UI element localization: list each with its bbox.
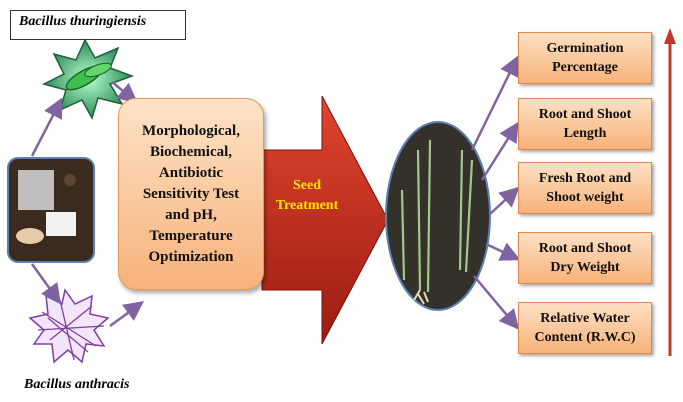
seed-treatment-label: Seed Treatment [262, 176, 352, 216]
process-line: and pH, [165, 206, 217, 223]
bacillus-anthracis-label: Bacillus anthracis [10, 374, 170, 400]
process-line: Sensitivity Test [142, 185, 240, 202]
output-line: Percentage [552, 60, 618, 75]
arrow-line: Treatment [275, 198, 339, 213]
anthracis-starburst-icon [28, 288, 110, 364]
characterization-box: Morphological, Biochemical, Antibiotic S… [118, 98, 264, 290]
process-line: Antibiotic [158, 164, 224, 181]
output-line: Germination [546, 41, 624, 56]
output-line: Shoot weight [546, 190, 624, 205]
soil-sample-photo [7, 157, 95, 263]
output-line: Relative Water [540, 311, 630, 326]
thuringiensis-starburst-icon [41, 38, 135, 120]
output-line: Dry Weight [550, 260, 620, 275]
output-line: Length [563, 126, 607, 141]
process-line: Biochemical, [149, 143, 233, 160]
bacillus-thuringiensis-label: Bacillus thuringiensis [10, 10, 186, 40]
seedling-photo [385, 121, 491, 311]
output-line: Fresh Root and [538, 171, 632, 186]
process-line: Temperature [149, 227, 233, 244]
arrow-line: Seed [293, 178, 321, 193]
process-line: Optimization [148, 248, 234, 265]
output-line: Root and Shoot [538, 107, 632, 122]
output-line: Content (R.W.C) [534, 330, 636, 345]
process-line: Morphological, [142, 122, 240, 139]
output-line: Root and Shoot [538, 241, 632, 256]
